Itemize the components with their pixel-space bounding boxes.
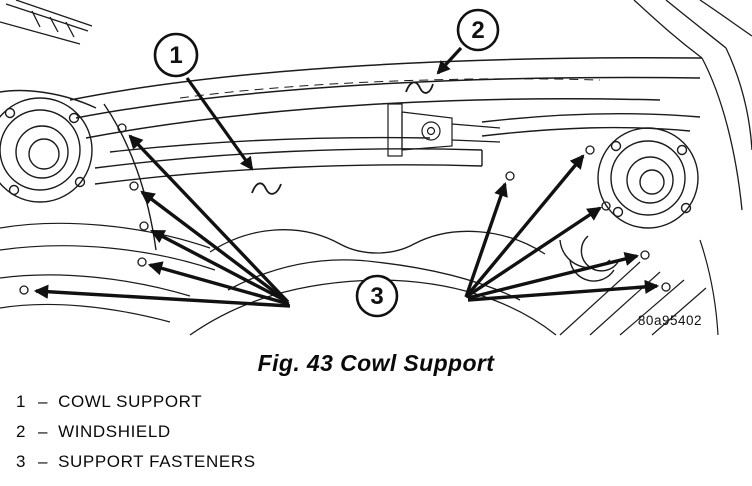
figure-caption: Fig. 43 Cowl Support xyxy=(257,350,495,376)
cowl-support-illustration: 1 2 3 80a95402 xyxy=(0,0,752,336)
drawing-reference-number: 80a95402 xyxy=(638,313,702,328)
callout-1: 1 xyxy=(153,32,199,78)
callout-1-number: 1 xyxy=(169,42,182,69)
figure-legend: 1 – COWL SUPPORT 2 – WINDSHIELD 3 – SUPP… xyxy=(16,392,256,482)
callout-3-number: 3 xyxy=(370,283,383,310)
legend-dash: – xyxy=(38,392,49,411)
left-strut-tower xyxy=(0,89,157,251)
legend-item-cowl-support: 1 – COWL SUPPORT xyxy=(16,392,256,422)
right-fastener-arrows xyxy=(464,154,660,302)
callout-leader-arrows xyxy=(185,46,463,171)
legend-dash: – xyxy=(38,422,49,441)
cowl-support-bar xyxy=(94,112,701,185)
top-left-corner-lines xyxy=(0,0,93,45)
legend-item-support-fasteners: 3 – SUPPORT FASTENERS xyxy=(16,452,256,482)
callout-3: 3 xyxy=(355,274,399,318)
callout-2: 2 xyxy=(456,8,500,52)
wiper-linkage-detail xyxy=(387,103,501,157)
legend-number: 3 xyxy=(16,452,27,471)
legend-label: WINDSHIELD xyxy=(58,422,171,441)
legend-number: 1 xyxy=(16,392,27,411)
left-fastener-arrows xyxy=(33,134,291,308)
legend-number: 2 xyxy=(16,422,27,441)
right-strut-tower xyxy=(559,127,699,282)
legend-dash: – xyxy=(38,452,49,471)
callout-2-number: 2 xyxy=(471,17,484,44)
lower-left-body-lines xyxy=(0,222,216,323)
top-right-corner-lines xyxy=(633,0,752,211)
cowl-support-diagram: 1 2 3 80a95402 xyxy=(0,0,752,336)
support-fastener-bolts xyxy=(19,123,671,295)
legend-label: SUPPORT FASTENERS xyxy=(58,452,256,471)
reference-squiggles xyxy=(251,81,434,195)
legend-item-windshield: 2 – WINDSHIELD xyxy=(16,422,256,452)
windshield-base-lines xyxy=(69,57,703,139)
legend-label: COWL SUPPORT xyxy=(58,392,203,411)
